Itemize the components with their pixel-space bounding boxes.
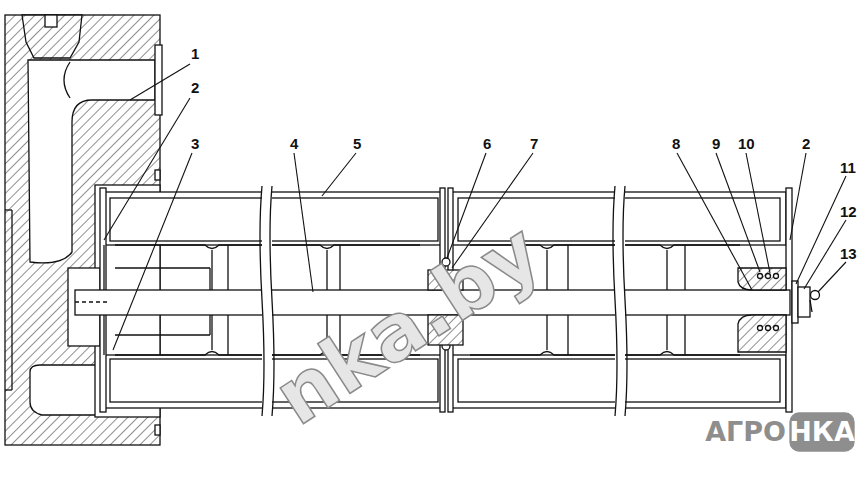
callout-number: 12 — [840, 204, 857, 219]
logo-box — [790, 413, 854, 451]
callout-number: 4 — [290, 136, 298, 151]
callout-number: 2 — [802, 136, 810, 151]
logo-text: АГРО — [705, 418, 786, 445]
callout-number: 9 — [712, 136, 720, 151]
callout-number: 5 — [353, 136, 361, 151]
callout-number: 6 — [483, 136, 491, 151]
callout-number: 2 — [191, 80, 199, 95]
callout-number: 1 — [191, 46, 199, 61]
callout-number: 10 — [738, 136, 755, 151]
callout-number: 7 — [530, 136, 538, 151]
callout-number: 3 — [191, 136, 199, 151]
logo-text: НКА — [789, 418, 855, 445]
callout-number: 13 — [840, 246, 857, 261]
callout-number: 8 — [672, 136, 680, 151]
callout-number: 11 — [840, 160, 856, 175]
